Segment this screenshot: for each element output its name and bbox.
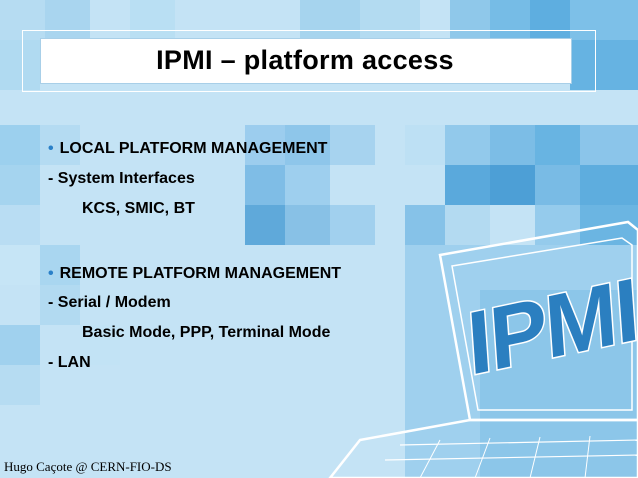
title-frame: [22, 30, 596, 92]
line-system-interfaces: - System Interfaces: [48, 170, 195, 187]
heading-text: LOCAL PLATFORM MANAGEMENT: [59, 140, 328, 157]
heading-text: REMOTE PLATFORM MANAGEMENT: [59, 265, 342, 282]
line-lan: - LAN: [48, 354, 91, 371]
section-heading-local: • LOCAL PLATFORM MANAGEMENT: [48, 140, 327, 158]
line-serial-modem: - Serial / Modem: [48, 294, 171, 311]
slide-title: IPMI – platform access: [156, 45, 454, 75]
line-kcs-smic-bt: KCS, SMIC, BT: [82, 200, 195, 217]
ipmi-logo-text: IPMI: [464, 259, 638, 394]
line-modes: Basic Mode, PPP, Terminal Mode: [82, 324, 331, 341]
bullet-icon: •: [48, 140, 54, 157]
title-box: [40, 38, 572, 84]
section-heading-remote: • REMOTE PLATFORM MANAGEMENT: [48, 265, 341, 283]
bullet-icon: •: [48, 265, 54, 282]
footer-credit: Hugo Caçote @ CERN-FIO-DS: [4, 459, 172, 474]
